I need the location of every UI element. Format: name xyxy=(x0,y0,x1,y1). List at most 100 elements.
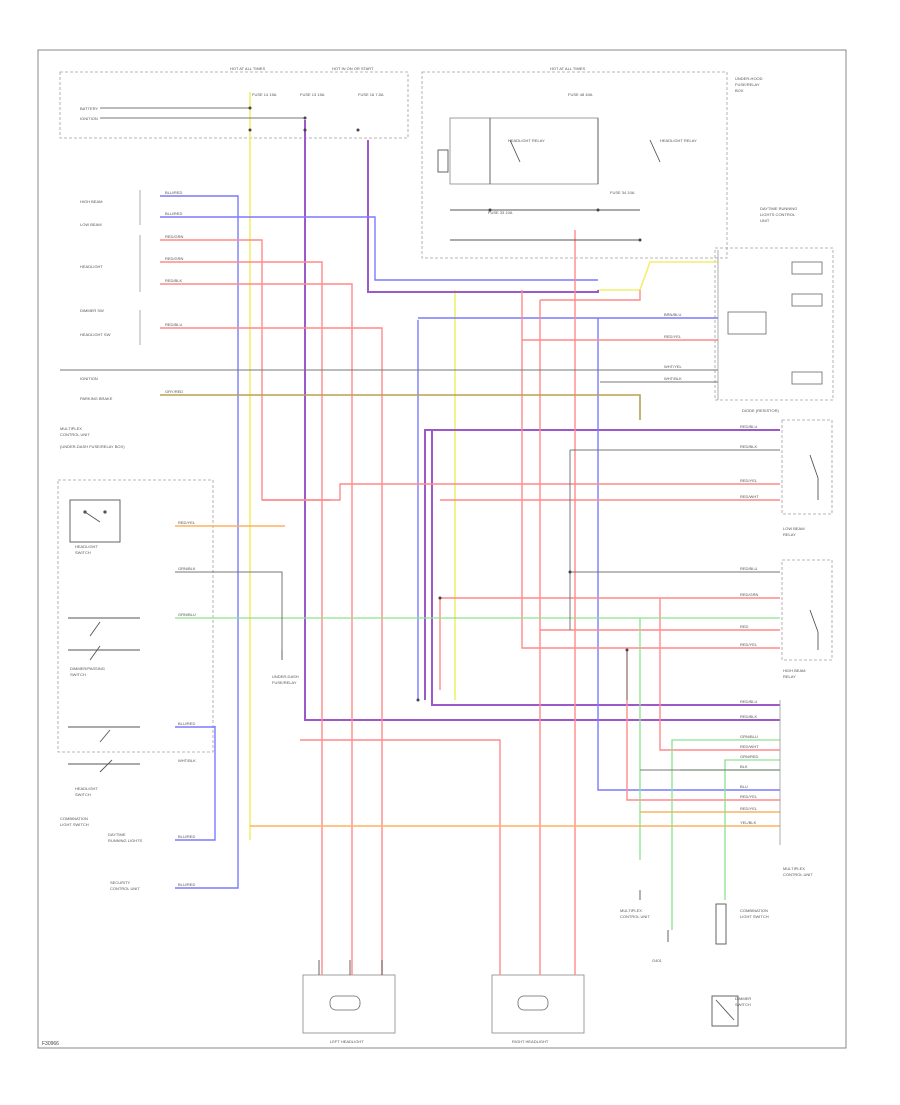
svg-text:CONTROL UNIT: CONTROL UNIT xyxy=(620,914,650,919)
svg-text:(UNDER-DASH FUSE/RELAY BOX): (UNDER-DASH FUSE/RELAY BOX) xyxy=(60,444,125,449)
junction-dots xyxy=(248,106,642,702)
svg-text:RELAY: RELAY xyxy=(783,532,796,537)
right-headlight-label: RIGHT HEADLIGHT xyxy=(512,1039,549,1044)
svg-text:RED/YEL: RED/YEL xyxy=(740,642,758,647)
svg-text:LIGHT SWITCH: LIGHT SWITCH xyxy=(740,914,769,919)
footer-code: F30966 xyxy=(42,1041,59,1047)
combination-switch-box xyxy=(57,479,214,753)
svg-text:FUSE/RELAY: FUSE/RELAY xyxy=(272,680,297,685)
svg-text:BOX: BOX xyxy=(735,88,744,93)
svg-text:RED/YEL: RED/YEL xyxy=(664,334,682,339)
svg-text:RUNNING LIGHTS: RUNNING LIGHTS xyxy=(108,838,143,843)
svg-text:LIGHT SWITCH: LIGHT SWITCH xyxy=(60,822,89,827)
svg-text:HEADLIGHT RELAY: HEADLIGHT RELAY xyxy=(508,138,545,143)
svg-text:WHT/BLK: WHT/BLK xyxy=(178,758,196,763)
bottom-dimmer-switch xyxy=(711,903,739,1027)
relay-box-b xyxy=(781,559,833,661)
svg-text:SWITCH: SWITCH xyxy=(75,550,91,555)
red-wires xyxy=(160,230,780,975)
svg-text:HEADLIGHT: HEADLIGHT xyxy=(75,544,98,549)
svg-text:RED/BLU: RED/BLU xyxy=(740,699,757,704)
svg-text:RED/GRN: RED/GRN xyxy=(165,256,184,261)
svg-text:SWITCH: SWITCH xyxy=(75,792,91,797)
drl-unit-parts xyxy=(727,261,823,385)
svg-text:GRN/BLK: GRN/BLK xyxy=(178,566,196,571)
svg-text:FUSE 48 40A: FUSE 48 40A xyxy=(568,92,593,97)
dash-fuse-box xyxy=(59,71,409,139)
svg-text:FUSE 14 15A: FUSE 14 15A xyxy=(252,92,277,97)
svg-text:MULTIPLEX: MULTIPLEX xyxy=(783,866,805,871)
svg-text:BLU/RED: BLU/RED xyxy=(178,882,195,887)
svg-text:HEADLIGHT SW: HEADLIGHT SW xyxy=(80,332,111,337)
svg-text:DIMMER SW: DIMMER SW xyxy=(80,308,104,313)
svg-text:WHT/YEL: WHT/YEL xyxy=(664,364,683,369)
svg-text:RED/YEL: RED/YEL xyxy=(740,794,758,799)
svg-text:COMBINATION: COMBINATION xyxy=(60,816,88,821)
left-headlight-bulb xyxy=(329,995,361,1011)
svg-text:GRN/BLU: GRN/BLU xyxy=(740,734,758,739)
svg-text:RED/WHT: RED/WHT xyxy=(740,494,759,499)
ground-symbols xyxy=(281,650,669,975)
svg-text:MULTIPLEX: MULTIPLEX xyxy=(60,426,82,431)
svg-text:RED/YEL: RED/YEL xyxy=(740,478,758,483)
svg-text:HOT AT ALL TIMES: HOT AT ALL TIMES xyxy=(230,66,265,71)
svg-text:BLU/RED: BLU/RED xyxy=(165,211,182,216)
svg-text:HEADLIGHT RELAY: HEADLIGHT RELAY xyxy=(660,138,697,143)
multiplex-unit-box xyxy=(714,247,834,401)
svg-text:FUSE 16 7.5A: FUSE 16 7.5A xyxy=(358,92,384,97)
svg-text:BLU: BLU xyxy=(740,784,748,789)
component-labels: UNDER-HOOD FUSE/RELAY BOX DAYTIME RUNNIN… xyxy=(60,76,813,1007)
svg-text:IGNITION: IGNITION xyxy=(80,116,98,121)
svg-text:FUSE 13 15A: FUSE 13 15A xyxy=(300,92,325,97)
green-wires xyxy=(175,617,780,930)
svg-text:G401: G401 xyxy=(652,958,663,963)
right-headlight-box xyxy=(491,974,585,1034)
svg-text:RED/BLU: RED/BLU xyxy=(165,322,182,327)
svg-text:DIODE (RESISTOR): DIODE (RESISTOR) xyxy=(742,408,779,413)
svg-text:WHT/BLK: WHT/BLK xyxy=(664,376,682,381)
svg-text:DAYTIME RUNNING: DAYTIME RUNNING xyxy=(760,206,797,211)
orange-wires xyxy=(175,525,780,827)
svg-text:SWITCH: SWITCH xyxy=(70,672,86,677)
svg-text:BLU/RED: BLU/RED xyxy=(178,834,195,839)
svg-text:GRY/RED: GRY/RED xyxy=(165,389,183,394)
svg-text:RED/BLK: RED/BLK xyxy=(165,278,182,283)
svg-text:LIGHTS CONTROL: LIGHTS CONTROL xyxy=(760,212,796,217)
olive-wires xyxy=(160,394,641,420)
underhood-relays xyxy=(437,118,661,241)
blue-wires xyxy=(160,195,780,889)
svg-text:MULTIPLEX: MULTIPLEX xyxy=(620,908,642,913)
svg-text:YEL/BLK: YEL/BLK xyxy=(740,820,757,825)
svg-text:HIGH BEAM: HIGH BEAM xyxy=(80,199,102,204)
svg-text:LOW BEAM: LOW BEAM xyxy=(783,526,805,531)
svg-text:RED/GRN: RED/GRN xyxy=(165,234,184,239)
headlight-switch-symbol xyxy=(69,499,121,543)
svg-text:RED/BLK: RED/BLK xyxy=(740,444,757,449)
svg-text:CONTROL UNIT: CONTROL UNIT xyxy=(60,432,90,437)
svg-text:BLK: BLK xyxy=(740,764,748,769)
svg-text:RELAY: RELAY xyxy=(783,674,796,679)
svg-text:HEADLIGHT: HEADLIGHT xyxy=(80,264,103,269)
svg-text:UNIT: UNIT xyxy=(760,218,770,223)
high-beam-relay-symbol xyxy=(809,609,819,650)
svg-text:HOT IN ON OR START: HOT IN ON OR START xyxy=(332,66,374,71)
right-headlight-bulb xyxy=(517,995,549,1011)
yellow-wires xyxy=(249,92,718,840)
dimmer-switch-symbol xyxy=(68,617,140,661)
svg-text:FUSE 33 10A: FUSE 33 10A xyxy=(488,210,513,215)
svg-text:LOW BEAM: LOW BEAM xyxy=(80,222,102,227)
connector-ticks xyxy=(139,190,781,845)
svg-text:DIMMER/PASSING: DIMMER/PASSING xyxy=(70,666,105,671)
gray-wires xyxy=(60,107,780,771)
svg-text:SECURITY: SECURITY xyxy=(110,880,131,885)
svg-text:RED/BLU: RED/BLU xyxy=(740,566,757,571)
svg-text:RED/BLU: RED/BLU xyxy=(740,424,757,429)
purple-wires xyxy=(304,120,780,721)
svg-text:FUSE 34 10A: FUSE 34 10A xyxy=(610,190,635,195)
low-beam-relay-symbol xyxy=(809,454,819,500)
passing-switch-symbol xyxy=(68,726,140,773)
svg-text:RED/YEL: RED/YEL xyxy=(740,806,758,811)
svg-text:DAYTIME: DAYTIME xyxy=(108,832,126,837)
svg-text:GRN/RED: GRN/RED xyxy=(740,754,759,759)
